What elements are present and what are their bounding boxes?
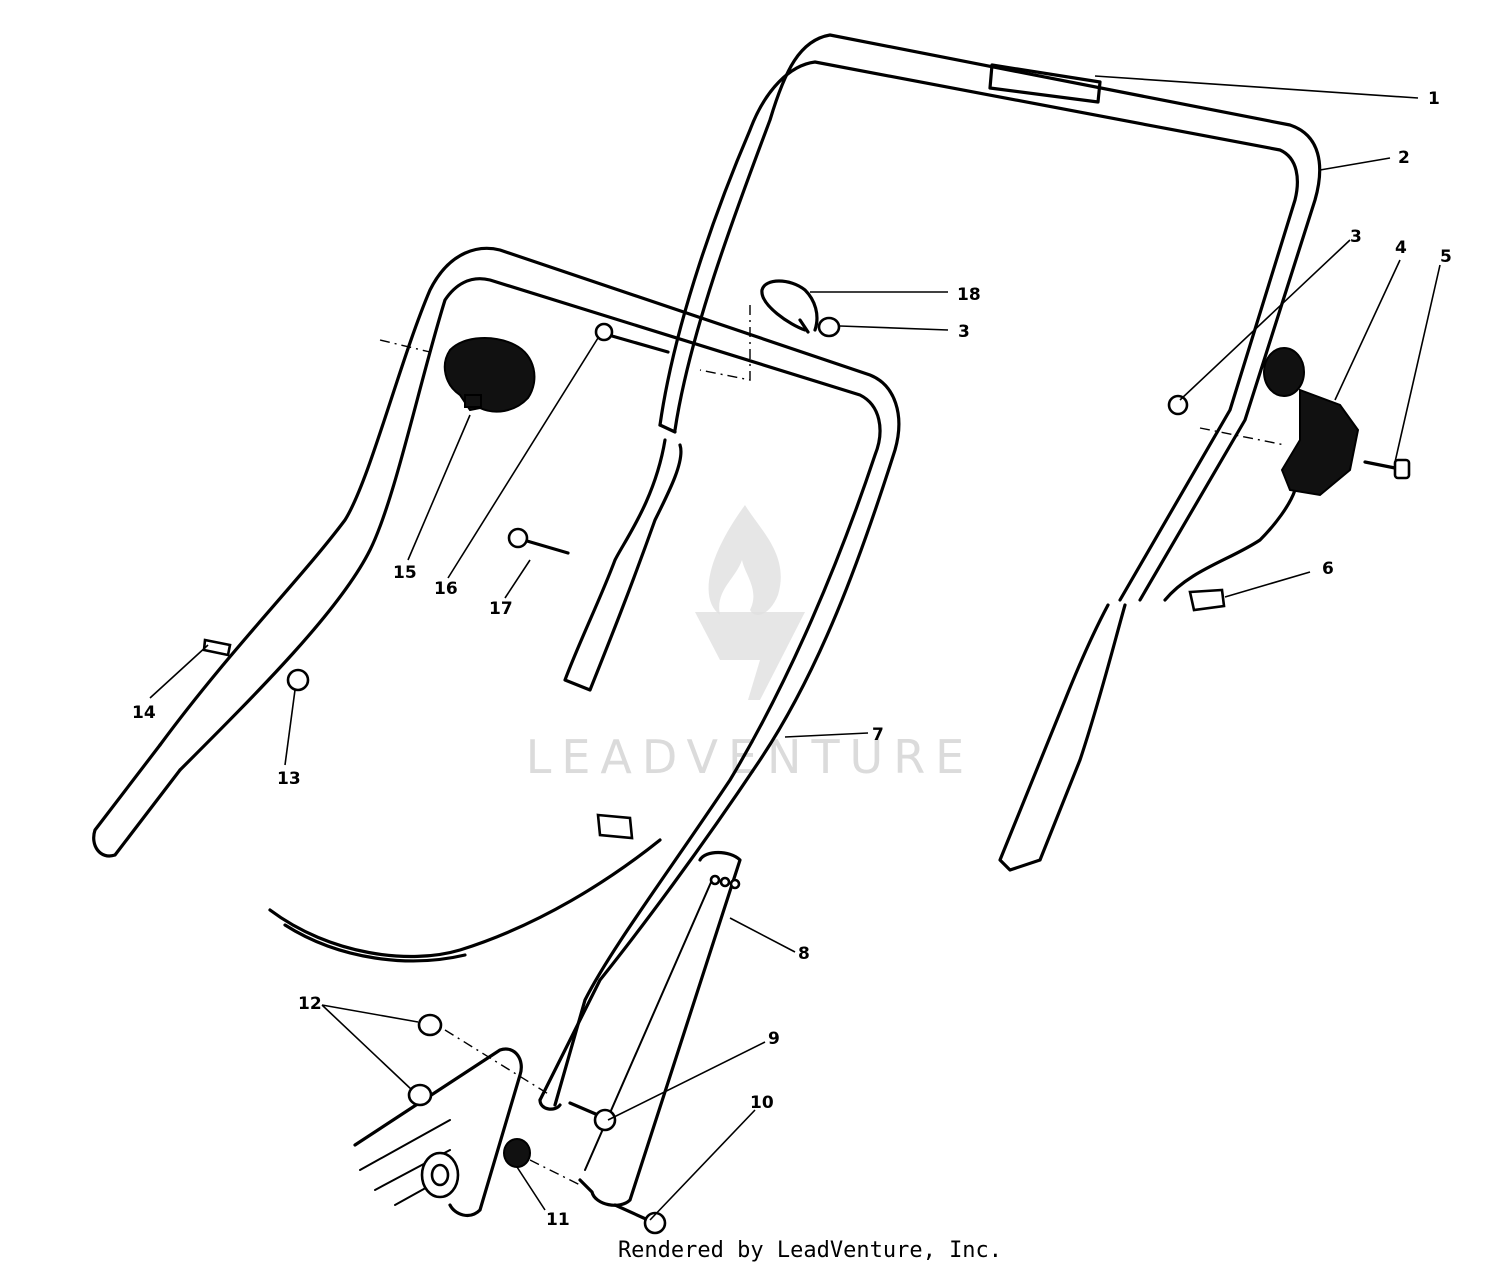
bolt-10 bbox=[613, 1203, 667, 1235]
extension-tube bbox=[563, 423, 683, 692]
alignment-lines bbox=[379, 305, 1286, 1186]
callout-14: 14 bbox=[132, 703, 156, 723]
callout-17: 17 bbox=[489, 599, 513, 619]
footer-credit: Rendered by LeadVenture, Inc. bbox=[617, 1238, 1003, 1263]
deck-bracket bbox=[353, 1047, 523, 1218]
callout-13: 13 bbox=[277, 769, 301, 789]
callout-9: 9 bbox=[768, 1029, 780, 1049]
callout-7: 7 bbox=[872, 725, 884, 745]
watermark-flame-logo bbox=[708, 505, 781, 615]
leader-lines bbox=[149, 75, 1441, 1221]
watermark: LEADVENTURE bbox=[526, 505, 964, 784]
knob bbox=[443, 337, 536, 413]
cable-clip bbox=[596, 813, 634, 840]
bolt-5 bbox=[1363, 458, 1411, 480]
control-lever bbox=[1263, 347, 1360, 497]
callout-1: 1 bbox=[1428, 89, 1440, 109]
bracket-strip bbox=[578, 850, 742, 1207]
callout-8: 8 bbox=[798, 944, 810, 964]
callout-16: 16 bbox=[434, 579, 458, 599]
clip-6 bbox=[1188, 588, 1226, 612]
callouts: 1 2 3 3 4 5 6 7 8 9 10 11 12 13 14 15 16… bbox=[132, 89, 1452, 1230]
bolt-9 bbox=[568, 1101, 617, 1132]
callout-12: 12 bbox=[298, 994, 322, 1014]
nut-3-top bbox=[817, 316, 841, 338]
cables bbox=[268, 488, 1297, 963]
nut-13 bbox=[286, 668, 310, 692]
pin-14 bbox=[202, 638, 232, 657]
hardware bbox=[202, 279, 1411, 1235]
knob-11 bbox=[503, 1138, 531, 1168]
callout-4: 4 bbox=[1395, 238, 1407, 258]
nut-3-right bbox=[1167, 394, 1189, 416]
hairpin-18 bbox=[760, 279, 819, 334]
callout-10: 10 bbox=[750, 1093, 774, 1113]
callout-3-right: 3 bbox=[1350, 227, 1362, 247]
callout-2: 2 bbox=[1398, 148, 1410, 168]
bolt-17 bbox=[507, 527, 570, 555]
nut-12-b bbox=[407, 1083, 433, 1107]
callout-11: 11 bbox=[546, 1210, 570, 1230]
callout-15: 15 bbox=[393, 563, 417, 583]
callout-3-top: 3 bbox=[958, 322, 970, 342]
callout-18: 18 bbox=[957, 285, 981, 305]
callout-6: 6 bbox=[1322, 559, 1334, 579]
upper-handle bbox=[658, 33, 1322, 872]
watermark-v-logo bbox=[695, 612, 805, 700]
lower-handle bbox=[92, 246, 901, 1111]
callout-5: 5 bbox=[1440, 247, 1452, 267]
nut-12-a bbox=[417, 1013, 443, 1037]
bolt-16 bbox=[594, 322, 670, 354]
